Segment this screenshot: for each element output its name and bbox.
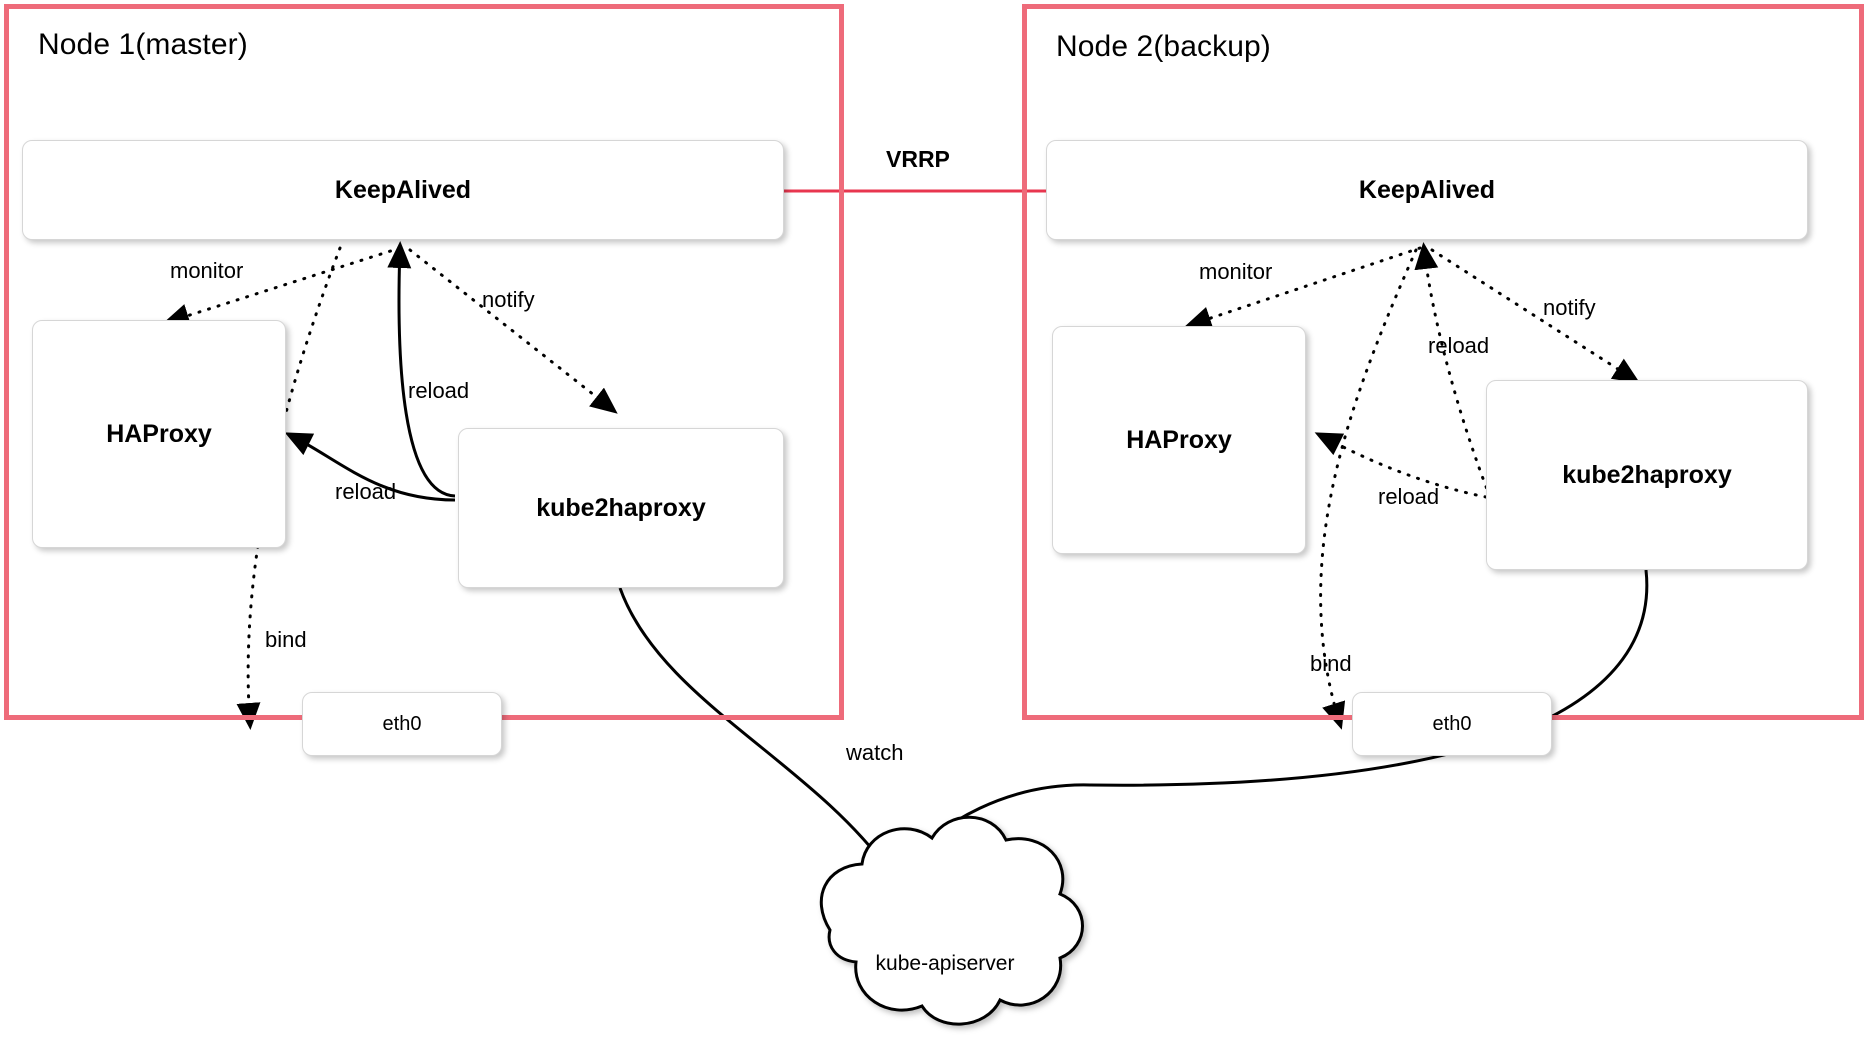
node2-keepalived-box[interactable]: KeepAlived [1046, 140, 1808, 240]
node1-kube2haproxy-box[interactable]: kube2haproxy [458, 428, 784, 588]
node1-notify-label: notify [482, 287, 535, 312]
node1-reload-left-label: reload [335, 479, 397, 504]
node2-bind-label: bind [1310, 651, 1352, 676]
node1-bind-label: bind [265, 627, 307, 652]
node1-monitor-label: monitor [170, 258, 244, 283]
watch-label: watch [846, 740, 904, 765]
node1-title: Node 1(master) [38, 28, 248, 61]
n1-notify-arrow [408, 248, 618, 414]
kube-apiserver-cloud [819, 815, 1084, 1026]
node1-keepalived-box[interactable]: KeepAlived [22, 140, 784, 240]
n2-monitor-arrow [1184, 246, 1422, 330]
vrrp-label: VRRP [886, 146, 950, 172]
n2-reload-keepalived-arrow [1414, 242, 1492, 499]
n2-notify-arrow [1430, 248, 1641, 384]
node1-haproxy-box[interactable]: HAProxy [32, 320, 286, 548]
node2-eth0-box[interactable]: eth0 [1352, 692, 1552, 756]
node2-title: Node 2(backup) [1056, 30, 1271, 63]
node2-reload-left-label: reload [1378, 484, 1440, 509]
node2-notify-label: notify [1543, 295, 1596, 320]
n1-watch-arrow [618, 587, 894, 877]
n1-reload-keepalived-arrow [387, 241, 456, 498]
node2-haproxy-box[interactable]: HAProxy [1052, 326, 1306, 554]
n1-reload-haproxy-arrow [284, 432, 456, 502]
kube-apiserver-label: kube-apiserver [875, 952, 1015, 975]
node1-reload-up-label: reload [408, 378, 470, 403]
node2-monitor-label: monitor [1199, 259, 1273, 284]
node2-kube2haproxy-box[interactable]: kube2haproxy [1486, 380, 1808, 570]
n1-monitor-arrow [162, 246, 402, 328]
n2-reload-haproxy-arrow [1314, 432, 1488, 499]
n2-bind-arrow [1319, 248, 1418, 730]
node2-reload-up-label: reload [1428, 333, 1490, 358]
node1-eth0-box[interactable]: eth0 [302, 692, 502, 756]
n2-watch-arrow [894, 569, 1649, 877]
